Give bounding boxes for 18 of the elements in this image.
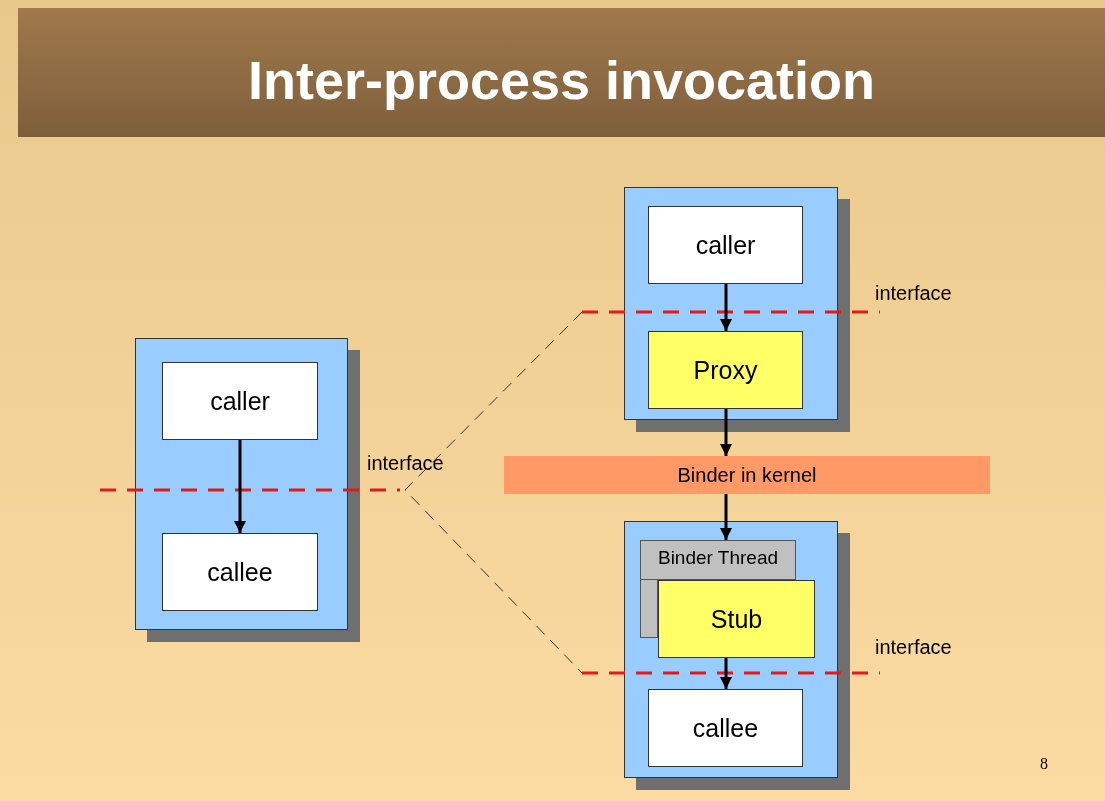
arrow [234,440,246,533]
arrow [720,409,732,456]
interface-label: interface [875,636,952,659]
component-box: callee [648,689,803,767]
interface-label: interface [875,282,952,305]
thread-box: Binder Thread [640,540,796,580]
arrow [720,658,732,689]
page-number: 8 [1040,755,1048,773]
component-box: caller [648,206,803,284]
interface-label: interface [367,452,444,475]
component-box: callee [162,533,318,611]
component-box: Stub [658,580,815,658]
kernel-band: Binder in kernel [504,456,990,494]
arrow [720,494,732,540]
slide-title: Inter-process invocation [246,49,877,112]
component-box: Proxy [648,331,803,409]
component-box: caller [162,362,318,440]
arrow [720,284,732,331]
